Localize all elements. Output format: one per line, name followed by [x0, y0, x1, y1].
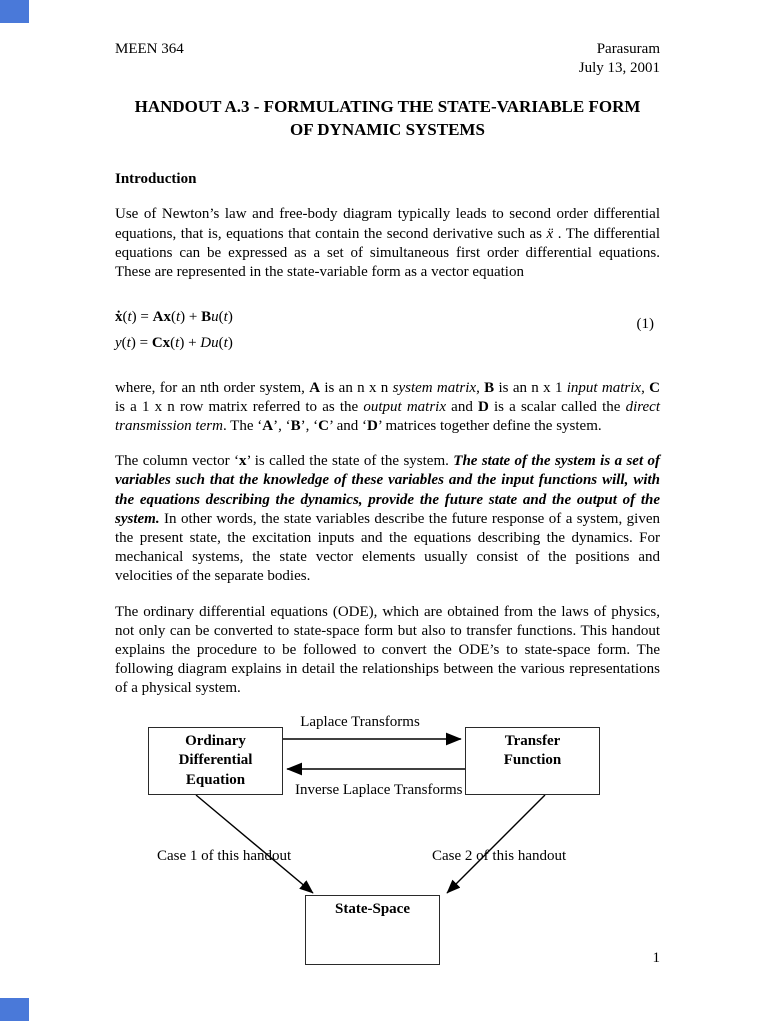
intro-paragraph-3: The column vector ‘x’ is called the stat… — [115, 453, 660, 585]
transfer-function-box: Transfer Function — [465, 726, 600, 795]
laplace-transforms-label: Laplace Transforms — [300, 713, 420, 730]
page-number: 1 — [652, 950, 661, 966]
state-space-box: State-Space — [305, 894, 440, 965]
ode-box: Ordinary Differential Equation — [148, 726, 283, 795]
equation-number: (1) — [636, 316, 655, 333]
inverse-laplace-transforms-label: Inverse Laplace Transforms — [295, 781, 463, 798]
equation-1-line1: ẋ(t) = Ax(t) + Bu(t) — [115, 309, 233, 326]
author-name: Parasuram — [596, 41, 660, 57]
document-title-line2: OF DYNAMIC SYSTEMS — [290, 120, 485, 140]
intro-paragraph-4: The ordinary differential equations (ODE… — [115, 603, 660, 697]
equation-1-line2: y(t) = Cx(t) + Du(t) — [115, 335, 233, 352]
page-corner-mark-top-left — [0, 0, 29, 23]
intro-paragraph-1: Use of Newton’s law and free-body diagra… — [115, 206, 660, 280]
arrow-ode-to-state-space — [195, 793, 314, 894]
case2-label: Case 2 of this handout — [432, 847, 567, 864]
document-title: HANDOUT A.3 - FORMULATING THE STATE-VARI… — [115, 96, 660, 142]
document-title-line1: HANDOUT A.3 - FORMULATING THE STATE-VARI… — [134, 97, 641, 117]
page-content: MEEN 364 Parasuram July 13, 2001 HANDOUT… — [115, 40, 660, 975]
author-date-block: Parasuram July 13, 2001 — [579, 40, 660, 78]
intro-paragraph-2: where, for an nth order system, A is an … — [115, 379, 661, 435]
page-header: MEEN 364 Parasuram July 13, 2001 — [115, 40, 660, 78]
diagram-arrows — [195, 732, 546, 894]
representations-diagram: Laplace Transforms Inverse Laplace Trans… — [115, 713, 660, 975]
equation-1-block: ẋ(t) = Ax(t) + Bu(t) y(t) = Cx(t) + Du(t… — [115, 304, 660, 357]
section-heading-introduction: Introduction — [115, 171, 197, 188]
case1-label: Case 1 of this handout — [157, 847, 292, 864]
page-corner-mark-bottom-left — [0, 998, 29, 1021]
course-code: MEEN 364 — [115, 41, 184, 57]
arrow-transfer-function-to-state-space — [446, 794, 546, 893]
document-date: July 13, 2001 — [578, 60, 660, 77]
